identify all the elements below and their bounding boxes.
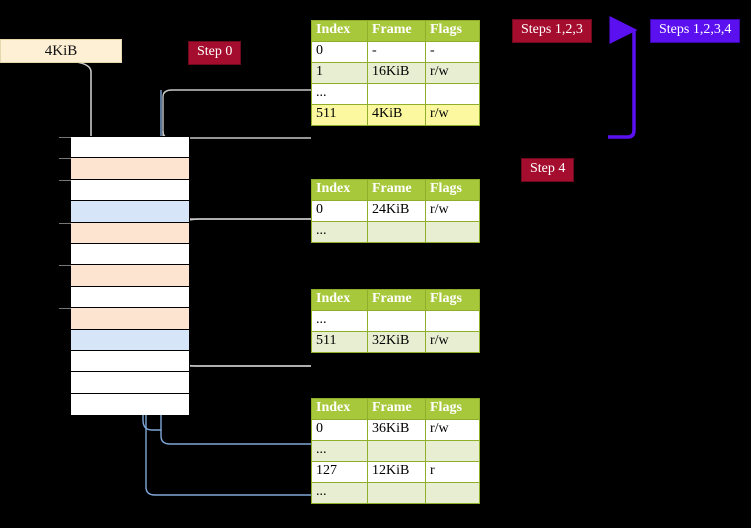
memory-frame-row <box>59 222 189 244</box>
cell-index: 0 <box>311 419 368 441</box>
cell-flags: r/w <box>425 331 480 353</box>
connector-t1-511-left <box>162 89 311 139</box>
column-header-index: Index <box>311 20 368 42</box>
cell-index: 0 <box>311 41 368 63</box>
memory-frame-row <box>59 265 189 287</box>
cell-index: 1 <box>311 62 368 84</box>
column-header-frame: Frame <box>367 179 426 201</box>
column-header-flags: Flags <box>425 289 480 311</box>
cell-frame: 36KiB <box>367 419 426 441</box>
cell-flags: r/w <box>425 62 480 84</box>
cell-flags: r <box>425 461 480 483</box>
cell-index: ... <box>311 83 368 105</box>
column-header-flags: Flags <box>425 20 480 42</box>
memory-frame-row <box>59 137 189 159</box>
memory-frame-row <box>71 286 189 309</box>
cell-index: 0 <box>311 200 368 222</box>
memory-frame-row <box>71 372 189 394</box>
cell-index: ... <box>311 310 368 332</box>
cell-frame <box>367 482 426 504</box>
table-row: ... <box>311 440 480 462</box>
column-header-index: Index <box>311 179 368 201</box>
cell-flags: - <box>425 41 480 63</box>
cell-flags <box>425 83 480 105</box>
memory-frame-row <box>71 201 189 223</box>
cell-frame: - <box>367 41 426 63</box>
badge-step-4: Step 4 <box>521 158 575 182</box>
cell-frame <box>367 310 426 332</box>
cell-frame <box>367 440 426 462</box>
cell-frame: 32KiB <box>367 331 426 353</box>
cell-frame: 24KiB <box>367 200 426 222</box>
memory-frame-row <box>71 243 189 266</box>
cell-frame <box>367 83 426 105</box>
memory-row-tick <box>59 137 71 138</box>
badge-steps-123: Steps 1,2,3 <box>512 19 592 43</box>
column-header-frame: Frame <box>367 398 426 420</box>
cell-frame <box>367 221 426 243</box>
connector-t3-to-memory <box>169 317 311 367</box>
cell-frame: 16KiB <box>367 62 426 84</box>
column-header-frame: Frame <box>367 20 426 42</box>
column-header-flags: Flags <box>425 179 480 201</box>
cell-flags <box>425 221 480 243</box>
cell-frame: 4KiB <box>367 104 426 126</box>
frame-size-label: 4KiB <box>44 42 78 59</box>
cell-flags <box>425 440 480 462</box>
physical-memory-column <box>59 136 190 416</box>
memory-frame-row <box>71 350 189 373</box>
connector-t2-to-memory <box>176 218 311 245</box>
table-row: ... <box>311 221 480 243</box>
steps-bracket-arrow <box>608 16 638 139</box>
cell-flags: r/w <box>425 419 480 441</box>
memory-frame-row <box>59 308 189 330</box>
cell-index: ... <box>311 482 368 504</box>
table-row: 0-- <box>311 41 480 63</box>
cell-index: ... <box>311 221 368 243</box>
memory-row-tick <box>59 179 71 181</box>
cell-index: 127 <box>311 461 368 483</box>
column-header-flags: Flags <box>425 398 480 420</box>
memory-frame-row <box>59 179 189 202</box>
table-row: ... <box>311 482 480 504</box>
cell-flags <box>425 310 480 332</box>
cell-flags: r/w <box>425 104 480 126</box>
memory-frame-row <box>71 329 189 351</box>
cell-frame: 12KiB <box>367 461 426 483</box>
memory-frame-row <box>71 393 189 416</box>
badge-step-0: Step 0 <box>188 41 242 65</box>
table-row: ... <box>311 310 480 332</box>
column-header-index: Index <box>311 398 368 420</box>
memory-row-tick <box>59 158 71 160</box>
column-header-index: Index <box>311 289 368 311</box>
memory-row-tick <box>59 265 71 267</box>
column-header-frame: Frame <box>367 289 426 311</box>
table-row: ... <box>311 83 480 105</box>
frame-size-box: 4KiB <box>0 39 122 63</box>
memory-frame-row <box>59 158 189 180</box>
cell-flags: r/w <box>425 200 480 222</box>
cell-index: 511 <box>311 331 368 353</box>
cell-index: 511 <box>311 104 368 126</box>
cell-index: ... <box>311 440 368 462</box>
badge-steps-1234: Steps 1,2,3,4 <box>650 19 741 43</box>
memory-row-tick <box>59 308 71 310</box>
memory-row-tick <box>59 222 71 224</box>
cell-flags <box>425 482 480 504</box>
